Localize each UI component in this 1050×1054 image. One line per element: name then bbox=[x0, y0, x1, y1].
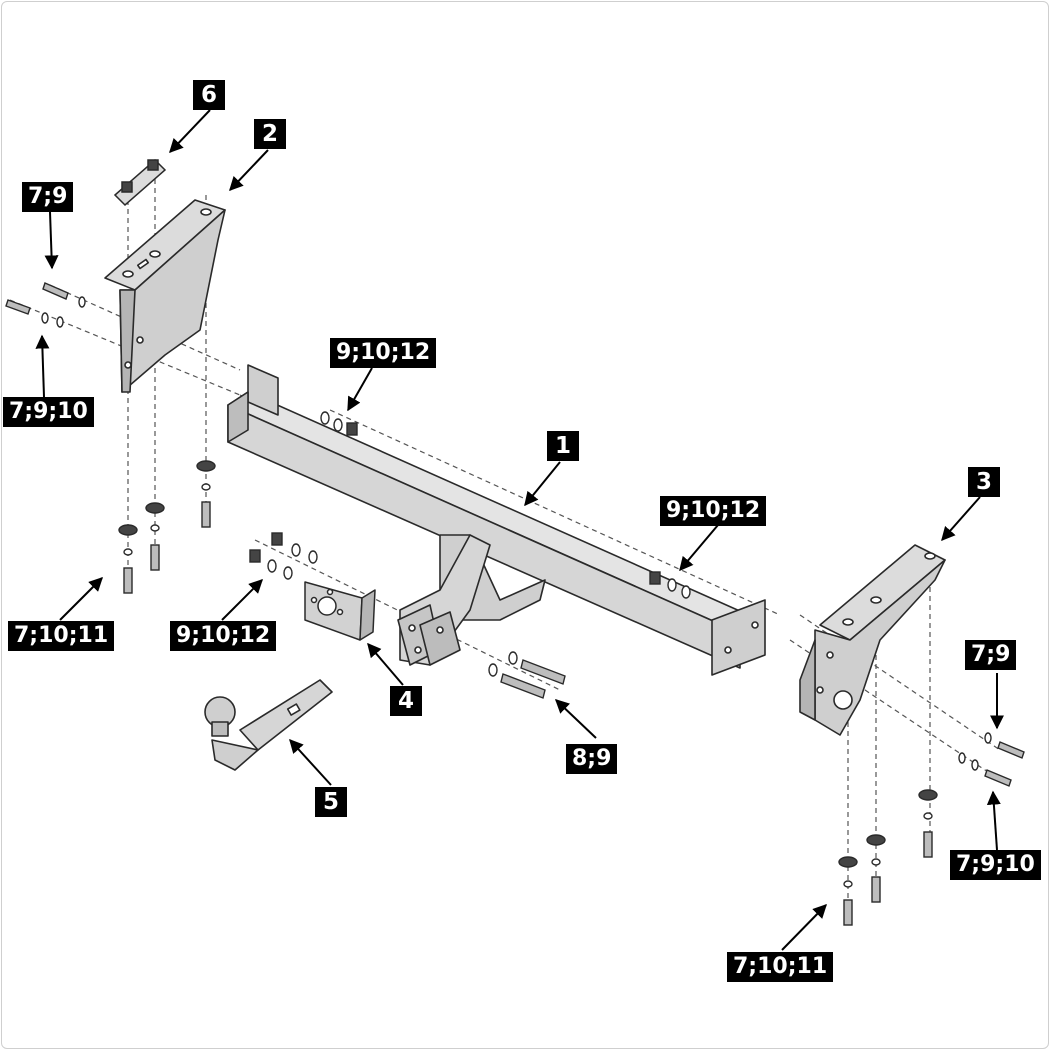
washer bbox=[283, 566, 293, 580]
washer bbox=[866, 834, 886, 846]
arrow-1 bbox=[524, 461, 561, 507]
bolt bbox=[984, 769, 1012, 787]
axis-left-side-upper bbox=[49, 284, 241, 371]
beam-end-plate-right bbox=[711, 599, 766, 676]
arrow-6 bbox=[169, 109, 211, 154]
washer bbox=[123, 548, 133, 556]
nut bbox=[649, 571, 661, 585]
arrow-beam-nuts-right bbox=[679, 524, 719, 572]
washer bbox=[78, 296, 86, 308]
washer bbox=[145, 502, 165, 514]
arrow-left-top-bolt bbox=[44, 211, 59, 270]
callout-6: 6 bbox=[193, 80, 225, 110]
callout-beam-nuts-right: 9;10;12 bbox=[660, 496, 767, 526]
washer bbox=[333, 418, 343, 432]
bolt bbox=[201, 501, 211, 528]
axis-left-side-lower bbox=[9, 299, 241, 396]
bolt bbox=[843, 899, 853, 926]
washer bbox=[291, 543, 301, 557]
bolt bbox=[5, 299, 31, 315]
left-side-bracket bbox=[104, 199, 226, 393]
washer bbox=[923, 812, 933, 820]
callout-2: 2 bbox=[254, 119, 286, 149]
callout-5: 5 bbox=[315, 787, 347, 817]
arrow-front-nuts bbox=[221, 579, 263, 621]
washer bbox=[843, 880, 853, 888]
washer bbox=[118, 524, 138, 536]
arrow-right-bottom-bolts bbox=[781, 903, 827, 951]
callout-1: 1 bbox=[547, 431, 579, 461]
washer bbox=[508, 651, 518, 665]
washer bbox=[958, 752, 966, 764]
bolt bbox=[500, 673, 546, 699]
beam-end-plate-left bbox=[247, 364, 279, 416]
axis-beam-upper bbox=[329, 409, 781, 616]
callout-beam-nuts-left: 9;10;12 bbox=[330, 338, 437, 368]
bolt bbox=[923, 831, 933, 858]
bolt bbox=[871, 876, 881, 903]
right-side-bracket bbox=[799, 544, 946, 736]
washer bbox=[41, 312, 49, 324]
bolt bbox=[520, 659, 566, 685]
callout-left-side-bolt: 7;9;10 bbox=[3, 397, 94, 427]
callout-8-9: 8;9 bbox=[566, 744, 618, 774]
callout-3: 3 bbox=[968, 467, 1000, 497]
washer bbox=[488, 663, 498, 677]
washer bbox=[971, 759, 979, 771]
fasteners bbox=[5, 282, 1025, 926]
washer bbox=[681, 585, 691, 599]
washer bbox=[150, 524, 160, 532]
callout-left-bottom-bolts: 7;10;11 bbox=[8, 621, 115, 651]
nut bbox=[271, 532, 283, 546]
leader-arrows bbox=[35, 109, 1004, 951]
arrow-2 bbox=[229, 149, 269, 192]
main-beam bbox=[227, 364, 766, 676]
nut bbox=[346, 422, 358, 436]
bolt bbox=[150, 544, 160, 571]
arrow-left-bottom-bolts bbox=[59, 577, 103, 621]
washer bbox=[918, 789, 938, 801]
washer bbox=[984, 732, 992, 744]
washer bbox=[838, 856, 858, 868]
arrow-4 bbox=[367, 642, 404, 686]
tow-ball bbox=[204, 679, 333, 771]
washer bbox=[320, 411, 330, 425]
washer bbox=[196, 460, 216, 472]
callout-right-bottom-bolts: 7;10;11 bbox=[727, 952, 834, 982]
washer bbox=[56, 316, 64, 328]
washer bbox=[201, 483, 211, 491]
arrow-beam-nuts-left bbox=[347, 367, 373, 412]
socket-plate bbox=[304, 581, 376, 641]
bolt bbox=[123, 567, 133, 594]
washer bbox=[308, 550, 318, 564]
arrow-3 bbox=[941, 496, 981, 542]
callout-front-nuts: 9;10;12 bbox=[170, 621, 277, 651]
arrow-left-side-bolt bbox=[35, 334, 50, 398]
bolt bbox=[42, 282, 69, 300]
washer bbox=[267, 559, 277, 573]
clamp-plate bbox=[113, 158, 167, 207]
hitch-plate-right bbox=[419, 611, 461, 666]
arrow-right-side-bolt bbox=[986, 790, 1001, 851]
washer bbox=[871, 858, 881, 866]
arrow-5 bbox=[289, 738, 332, 786]
axis-front-bolts bbox=[254, 539, 561, 691]
callout-right-side-bolt: 7;9;10 bbox=[950, 850, 1041, 880]
nut bbox=[249, 549, 261, 563]
washer bbox=[667, 578, 677, 592]
callout-left-top-bolt: 7;9 bbox=[22, 182, 74, 212]
callout-4: 4 bbox=[390, 686, 422, 716]
callout-right-top-bolt: 7;9 bbox=[965, 640, 1017, 670]
arrow-8-9 bbox=[554, 699, 597, 739]
bolt bbox=[997, 741, 1025, 759]
